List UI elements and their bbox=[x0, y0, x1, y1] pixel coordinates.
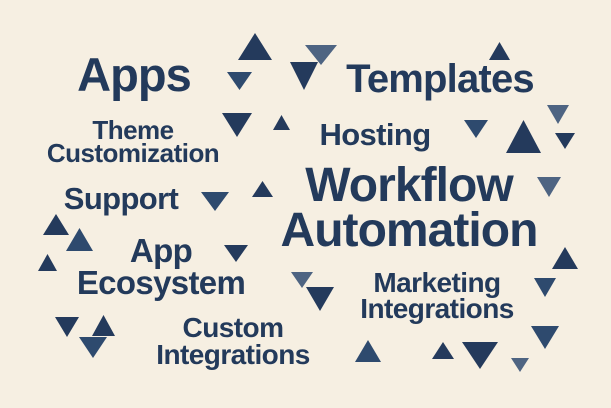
up-triangle bbox=[506, 120, 541, 153]
word-line: Automation bbox=[280, 204, 538, 258]
word-line: Customization bbox=[46, 137, 220, 168]
down-triangle bbox=[201, 192, 229, 211]
down-triangle bbox=[511, 358, 529, 372]
word-line: Theme bbox=[92, 115, 174, 145]
word-templates: Templates bbox=[346, 57, 534, 101]
down-triangle bbox=[534, 278, 556, 297]
word-line: Integrations bbox=[360, 293, 514, 325]
word-line: Ecosystem bbox=[76, 264, 246, 301]
down-triangle bbox=[555, 133, 575, 149]
word-line: App bbox=[129, 232, 193, 269]
down-triangle bbox=[79, 337, 107, 358]
up-triangle bbox=[238, 33, 272, 60]
up-triangle bbox=[38, 254, 57, 271]
up-triangle bbox=[273, 115, 290, 130]
word-line: Templates bbox=[346, 57, 534, 101]
down-triangle bbox=[222, 113, 252, 137]
word-line: Apps bbox=[77, 48, 192, 101]
up-triangle bbox=[432, 342, 454, 359]
up-triangle bbox=[92, 315, 115, 336]
word-line: Support bbox=[63, 181, 179, 216]
down-triangle bbox=[547, 105, 569, 124]
down-triangle bbox=[464, 120, 488, 138]
word-line: Workflow bbox=[305, 159, 513, 212]
down-triangle bbox=[306, 287, 334, 311]
up-triangle bbox=[43, 214, 69, 235]
word-apps: Apps bbox=[77, 48, 192, 101]
down-triangle bbox=[531, 326, 559, 349]
word-line: Custom bbox=[182, 312, 284, 343]
down-triangle bbox=[227, 72, 252, 90]
up-triangle bbox=[252, 181, 273, 197]
down-triangle bbox=[55, 317, 79, 337]
down-triangle bbox=[291, 272, 313, 288]
word-line: Marketing bbox=[373, 267, 501, 298]
word-line: Hosting bbox=[319, 117, 431, 152]
word-hosting: Hosting bbox=[319, 117, 431, 152]
word-line: Integrations bbox=[156, 338, 310, 370]
up-triangle bbox=[552, 247, 578, 269]
down-triangle bbox=[537, 177, 561, 197]
down-triangle bbox=[462, 342, 498, 369]
down-triangle bbox=[290, 62, 318, 90]
up-triangle bbox=[355, 340, 381, 362]
word-support: Support bbox=[63, 181, 179, 216]
